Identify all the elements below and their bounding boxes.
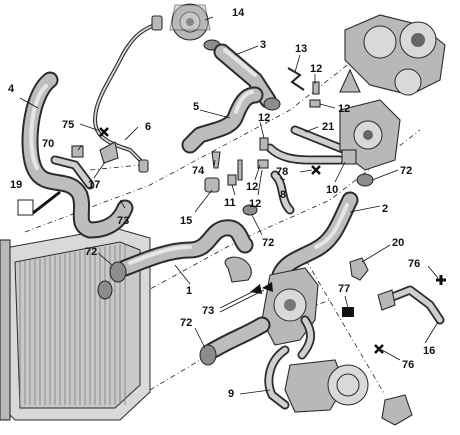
hose-1 <box>109 204 258 283</box>
callout-77: 77 <box>338 283 350 295</box>
cross-markers <box>99 127 446 354</box>
callout-72-a: 72 <box>400 165 412 177</box>
callout-21: 21 <box>322 121 334 133</box>
callout-78: 78 <box>276 166 288 178</box>
clip-13 <box>287 67 305 91</box>
hose-3 <box>213 43 281 111</box>
callout-5: 5 <box>193 101 199 113</box>
callout-76-b: 76 <box>402 359 414 371</box>
callout-72-c: 72 <box>262 237 274 249</box>
callout-9: 9 <box>228 388 234 400</box>
callout-14: 14 <box>232 7 245 19</box>
hose-4 <box>21 71 134 239</box>
callout-12-d: 12 <box>246 181 258 193</box>
callout-17: 17 <box>88 179 100 191</box>
small-parts <box>204 137 269 193</box>
bracket-20 <box>349 257 369 281</box>
hose-9 <box>264 345 290 410</box>
callout-76-a: 76 <box>408 258 420 270</box>
callout-16: 16 <box>423 345 435 357</box>
thermostat-housing <box>261 267 319 360</box>
pipe-21 <box>265 125 350 165</box>
callout-73-b: 73 <box>202 305 214 317</box>
hose-8 <box>270 170 295 215</box>
hose-2 <box>271 191 359 284</box>
heat-exchanger <box>284 359 413 426</box>
leader-lines <box>19 16 439 395</box>
part-70 <box>71 145 84 158</box>
callout-6: 6 <box>145 121 151 133</box>
egr-unit <box>339 99 401 171</box>
callout-2: 2 <box>382 203 388 215</box>
callout-1: 1 <box>186 285 192 297</box>
turbocharger <box>339 14 446 96</box>
square-marker-77 <box>342 307 354 317</box>
callout-10: 10 <box>326 184 338 196</box>
radiator <box>0 227 151 421</box>
clamp-73 <box>224 256 252 283</box>
callout-20: 20 <box>392 237 404 249</box>
callout-12-c: 12 <box>258 112 270 124</box>
callout-11: 11 <box>224 197 236 209</box>
fittings-12 <box>309 81 321 108</box>
callout-labels: 14 3 13 4 12 12 5 12 6 75 21 70 74 78 12… <box>8 7 435 400</box>
harness-6 <box>92 15 163 173</box>
pipe-16 <box>377 285 445 325</box>
clamp-72-a <box>356 173 374 187</box>
callout-70: 70 <box>42 138 54 150</box>
callout-72-b: 72 <box>85 246 97 258</box>
callout-12-e: 12 <box>249 198 261 210</box>
part-14-unit <box>169 3 221 51</box>
callout-73-a: 73 <box>117 215 129 227</box>
callout-74: 74 <box>192 165 205 177</box>
callout-12-b: 12 <box>338 103 350 115</box>
callout-75: 75 <box>62 119 74 131</box>
callout-8: 8 <box>280 189 286 201</box>
callout-13: 13 <box>295 43 307 55</box>
callout-4: 4 <box>8 83 15 95</box>
tag-19 <box>17 190 61 216</box>
part-17 <box>99 141 119 164</box>
callout-12-a: 12 <box>310 63 322 75</box>
callout-19: 19 <box>10 179 22 191</box>
callout-3: 3 <box>260 39 266 51</box>
hose-5 <box>181 86 264 154</box>
callout-15: 15 <box>180 215 192 227</box>
triangle-markers <box>250 282 273 294</box>
callout-72-d: 72 <box>180 317 192 329</box>
hose-lower <box>199 316 271 366</box>
